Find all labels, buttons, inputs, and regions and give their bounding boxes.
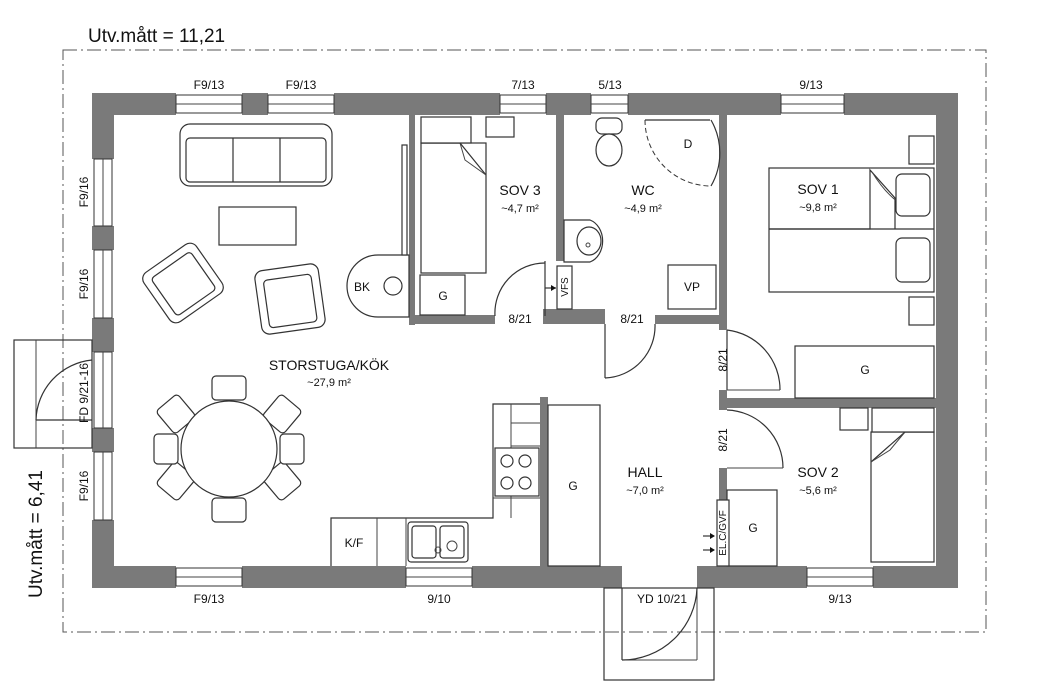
room-name-wc: WC	[631, 182, 654, 198]
door-label-entrance: YD 10/21	[637, 592, 687, 606]
window-label-bottom-3: 9/13	[828, 592, 852, 606]
room-name-hall: HALL	[627, 464, 662, 480]
bookshelf	[401, 144, 408, 256]
room-name-sov3: SOV 3	[499, 182, 540, 198]
window-label-top-3: 7/13	[511, 78, 535, 92]
nightstand-sov1-bottom	[908, 296, 935, 326]
closet-label-sov2: G	[748, 521, 757, 535]
armchair-right	[254, 263, 326, 335]
kitchen-sink	[407, 521, 469, 563]
windows	[93, 94, 874, 587]
armchair-left	[142, 242, 224, 324]
bed-sov3	[420, 142, 487, 274]
coffee-table	[218, 206, 297, 246]
outer-dimension-boundary	[62, 49, 987, 633]
window-label-top-2: F9/13	[286, 78, 317, 92]
sofa	[179, 123, 333, 187]
width-dimension: Utv.mått = 11,21	[88, 26, 225, 47]
terrace-door-step	[13, 339, 93, 449]
nightstand-sov3	[420, 116, 472, 144]
electrical-arrows	[703, 533, 715, 553]
room-name-sov2: SOV 2	[797, 464, 838, 480]
window-label-bottom-1: F9/13	[194, 592, 225, 606]
closet-label-hall: G	[568, 479, 577, 493]
interior-doors	[494, 119, 784, 469]
door-label-terrace: FD 9/21-16	[77, 363, 91, 423]
toilet	[595, 117, 623, 167]
kitchen-counter	[330, 403, 540, 566]
fixture-label-kf: K/F	[345, 536, 364, 550]
fixture-label-vfs: VFS	[560, 277, 571, 297]
vfs-arrow	[545, 285, 556, 291]
room-area-sov2: ~5,6 m²	[799, 485, 837, 497]
bed-sov2	[870, 431, 935, 563]
window-label-top-4: 5/13	[598, 78, 622, 92]
door-size-sov2: 8/21	[716, 428, 730, 452]
closet-hall	[547, 404, 601, 567]
closet-label-sov3: G	[438, 289, 447, 303]
window-label-left-2: F9/16	[77, 268, 91, 299]
dining-table	[153, 375, 305, 523]
fixture-label-vp: VP	[684, 280, 700, 294]
water-heater-vp	[667, 264, 717, 310]
room-area-storstuga: ~27,9 m²	[307, 377, 351, 389]
fireplace	[346, 254, 410, 318]
door-size-sov3: 8/21	[508, 312, 532, 326]
nightstand-sov1-top	[908, 135, 935, 165]
shelf-sov2	[871, 407, 935, 433]
room-name-sov1: SOV 1	[797, 181, 838, 197]
room-area-sov3: ~4,7 m²	[501, 203, 539, 215]
height-dimension: Utv.mått = 6,41	[26, 470, 47, 598]
room-area-hall: ~7,0 m²	[626, 485, 664, 497]
closet-sov3	[419, 274, 466, 316]
window-label-top-5: 9/13	[799, 78, 823, 92]
window-label-left-3: F9/16	[77, 470, 91, 501]
shelf-sov3	[485, 116, 515, 138]
exterior-walls	[92, 93, 958, 588]
window-label-left-1: F9/16	[77, 176, 91, 207]
window-label-bottom-2: 9/10	[427, 592, 451, 606]
entrance-step	[603, 587, 715, 681]
electrical-cabinet	[716, 499, 730, 567]
ventilation-shaft	[556, 265, 573, 310]
washbasin	[563, 219, 604, 263]
fixture-label-bk: BK	[354, 280, 370, 294]
room-area-wc: ~4,9 m²	[624, 203, 662, 215]
double-bed-sov1	[768, 167, 935, 293]
window-label-top-1: F9/13	[194, 78, 225, 92]
closet-sov1	[794, 345, 935, 399]
door-size-wc: 8/21	[620, 312, 644, 326]
room-area-sov1: ~9,8 m²	[799, 202, 837, 214]
fixture-label-elcgvf: EL.C/GVF	[718, 510, 729, 556]
closet-sov2	[726, 489, 778, 567]
room-name-storstuga: STORSTUGA/KÖK	[269, 356, 390, 373]
closet-label-sov1: G	[860, 363, 869, 377]
door-size-sov1: 8/21	[716, 348, 730, 372]
nightstand-sov2	[839, 407, 869, 431]
wc-door-label: D	[684, 137, 693, 151]
